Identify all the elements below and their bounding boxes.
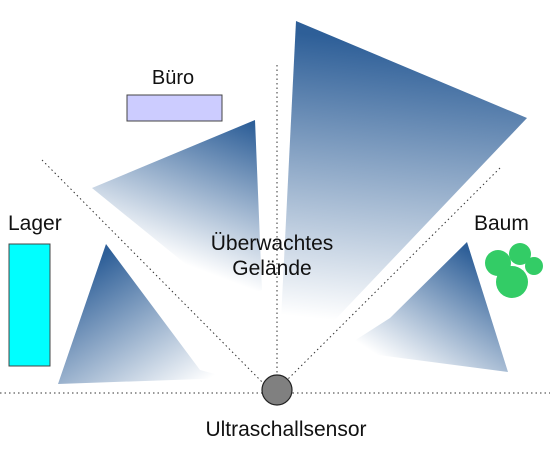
tree-label: Baum (474, 212, 529, 235)
coverage-sector-right (340, 242, 508, 372)
office-label: Büro (152, 67, 194, 89)
guide-line-right (284, 167, 501, 383)
coverage-sector-left (58, 244, 230, 384)
coverage-sector-upper-left (92, 120, 262, 300)
monitored-area-label-line2: Gelände (232, 257, 311, 280)
office-box (126, 94, 223, 122)
storage-label: Lager (8, 212, 62, 235)
monitored-area-label-line1: Überwachtes (211, 232, 334, 255)
coverage-sector-center (280, 21, 527, 340)
sensor-label: Ultraschallsensor (205, 418, 366, 441)
sensor-circle-icon (261, 374, 293, 406)
tree-blob-icon (485, 243, 543, 298)
storage-box (8, 243, 51, 367)
